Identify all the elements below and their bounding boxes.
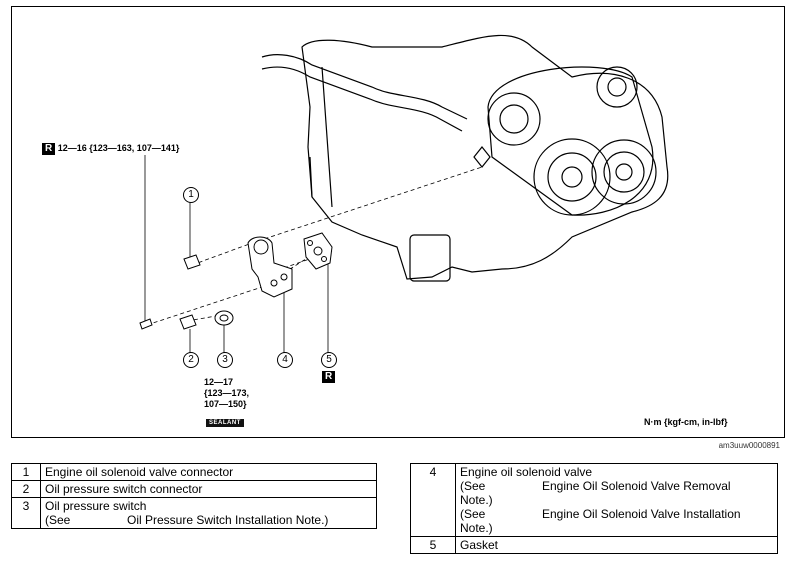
- callout-5: 5: [321, 352, 337, 368]
- callout-3: 3: [217, 352, 233, 368]
- r-mark-top: R: [42, 143, 56, 155]
- callout-2: 2: [183, 352, 199, 368]
- engine-illustration: [139, 34, 669, 353]
- units-label: N·m {kgf-cm, in-lbf}: [644, 417, 728, 427]
- torque-bottom-line-1: 12—17: [204, 377, 234, 387]
- note-link[interactable]: Engine Oil Solenoid Valve Installation: [542, 507, 741, 521]
- torque-spec-bottom: 12—17 {123—173, 107—150}: [204, 377, 249, 410]
- legend-num: 5: [410, 536, 456, 554]
- legend-row: 1 Engine oil solenoid valve connector: [11, 463, 377, 481]
- gasket-r-mark: R: [322, 371, 336, 383]
- torque-spec-top: R 12—16 {123—163, 107—141}: [42, 143, 179, 155]
- note-link[interactable]: Oil Pressure Switch Installation Note.): [127, 513, 329, 527]
- exploded-view-figure: R 12—16 {123—163, 107—141} 1 2 3 4 5 R 1…: [11, 6, 785, 438]
- figure-id: am3uuw0000891: [718, 441, 780, 450]
- legend-row: 5 Gasket: [410, 536, 778, 554]
- note-link[interactable]: Engine Oil Solenoid Valve Removal: [542, 479, 731, 493]
- sealant-icon: SEALANT: [206, 419, 244, 427]
- legend-text: Oil pressure switch: [45, 499, 147, 513]
- legend-text: Engine oil solenoid valve: [460, 465, 593, 479]
- legend-row: 2 Oil pressure switch connector: [11, 480, 377, 498]
- legend-text: Oil pressure switch connector: [40, 480, 377, 498]
- torque-value-top: 12—16 {123—163, 107—141}: [57, 143, 180, 153]
- legend-text: Gasket: [455, 536, 778, 554]
- legend-num: 4: [410, 463, 456, 537]
- legend-note-end: Note.): [460, 493, 493, 507]
- torque-bottom-line-2: {123—173,: [204, 388, 250, 398]
- legend-table-left: 1 Engine oil solenoid valve connector 2 …: [11, 463, 377, 529]
- legend-num: 3: [11, 497, 41, 529]
- legend-note-end: Note.): [460, 521, 493, 535]
- callout-4: 4: [277, 352, 293, 368]
- legend-num: 1: [11, 463, 41, 481]
- legend-num: 2: [11, 480, 41, 498]
- legend-text: Engine oil solenoid valve connector: [40, 463, 377, 481]
- callout-1: 1: [183, 187, 199, 203]
- torque-bottom-line-3: 107—150}: [204, 399, 247, 409]
